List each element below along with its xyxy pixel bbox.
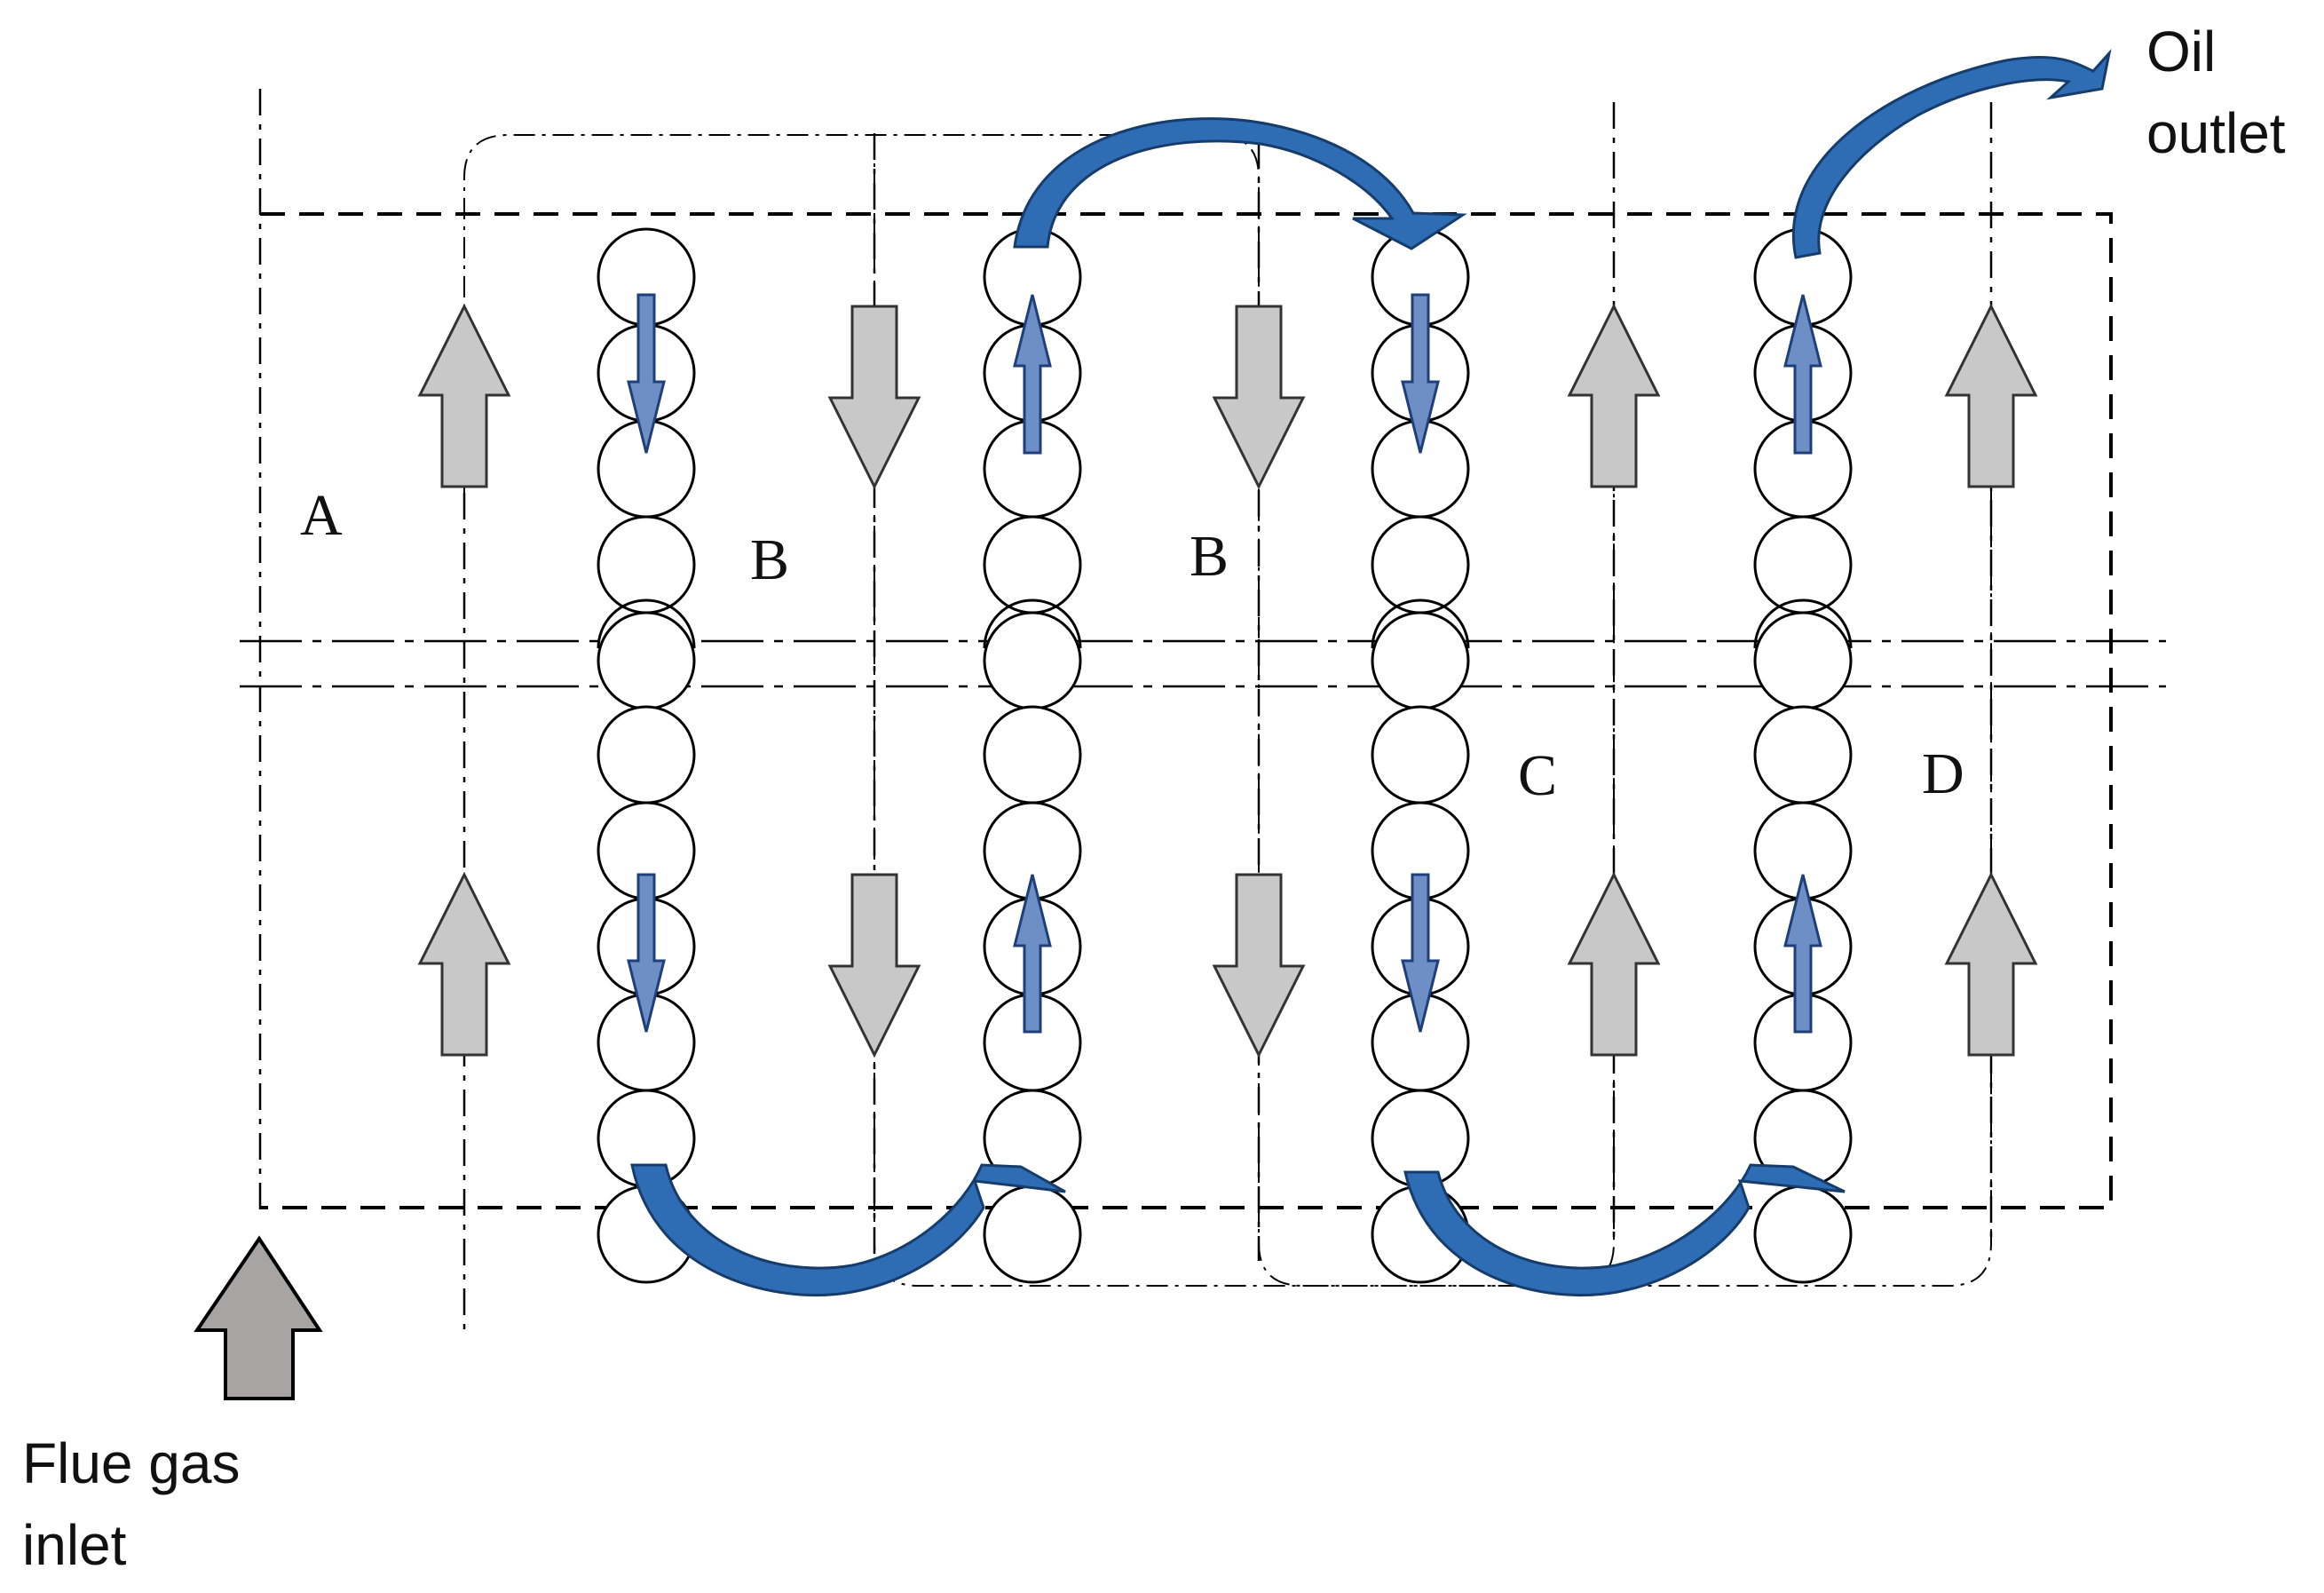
oil-flow-arrow-down — [1401, 873, 1440, 1033]
tube — [1371, 515, 1470, 614]
oil-flow-arrow-up — [1783, 874, 1822, 1034]
tube-rows — [597, 227, 1853, 1284]
top-transfer-arrow — [1013, 117, 1467, 250]
tube — [1753, 1185, 1853, 1284]
casing-outline — [260, 212, 2113, 1209]
gas-flow-arrow-up — [1944, 303, 2038, 488]
gas-flow-arrows — [417, 303, 2038, 1058]
tube-cut — [983, 598, 1082, 649]
oil-flow-arrows — [627, 293, 1822, 1034]
zone-label-b1: B — [750, 527, 789, 592]
tube — [983, 611, 1082, 710]
tube — [1753, 611, 1853, 710]
gas-flow-arrow-up — [1944, 871, 2038, 1057]
tube — [1753, 705, 1853, 804]
tube-cut — [1371, 598, 1470, 649]
oil-outlet-label-line1: Oil — [2146, 20, 2216, 83]
tube — [597, 515, 696, 614]
tube — [597, 705, 696, 804]
flue-gas-inlet-arrow — [194, 1235, 323, 1400]
tube — [1753, 515, 1853, 614]
oil-flow-arrow-up — [1013, 874, 1052, 1034]
flue-gas-inlet-label-line1: Flue gas — [22, 1431, 240, 1495]
oil-transfer-arrows — [630, 48, 2112, 1297]
center-lines — [258, 89, 1993, 1336]
gas-flow-arrow-up — [1567, 871, 1661, 1057]
zone-label-d: D — [1922, 741, 1964, 806]
tube — [597, 611, 696, 710]
break-lines — [240, 639, 2166, 688]
gas-flow-arrow-down — [1212, 873, 1306, 1058]
oil-outlet-label: Oil outlet — [2146, 20, 2286, 165]
outlet-transfer-arrow — [1791, 48, 2112, 259]
tube — [983, 1185, 1082, 1284]
oil-flow-arrow-up — [1013, 294, 1052, 455]
gas-flow-arrow-down — [827, 873, 921, 1058]
zone-label-c: C — [1518, 743, 1557, 808]
tube — [1371, 705, 1470, 804]
zone-label-b2: B — [1190, 524, 1229, 589]
oil-flow-arrow-down — [627, 873, 666, 1033]
bottom-transfer-arrow-2 — [1403, 1163, 1846, 1297]
oil-outlet-label-line2: outlet — [2146, 101, 2286, 165]
gas-flow-arrow-down — [1212, 305, 1306, 490]
oil-flow-arrow-up — [1783, 294, 1822, 455]
gas-flow-arrow-up — [1567, 303, 1661, 488]
tube — [983, 705, 1082, 804]
zone-labels: A B B C D — [300, 483, 1964, 808]
flue-gas-inlet-label-line2: inlet — [22, 1513, 127, 1577]
gas-flow-arrow-down — [827, 305, 921, 490]
oil-flow-arrow-down — [1401, 293, 1440, 454]
bottom-transfer-arrow-1 — [630, 1163, 1066, 1297]
tube-cut — [597, 598, 696, 649]
tube-cut — [1753, 598, 1853, 649]
tube — [1371, 611, 1470, 710]
gas-flow-arrow-up — [417, 303, 511, 488]
oil-flow-arrow-down — [627, 293, 666, 454]
zone-label-a: A — [300, 483, 343, 548]
gas-flow-arrow-up — [417, 871, 511, 1057]
tube — [983, 515, 1082, 614]
flue-gas-inlet-label: Flue gas inlet — [22, 1431, 256, 1577]
